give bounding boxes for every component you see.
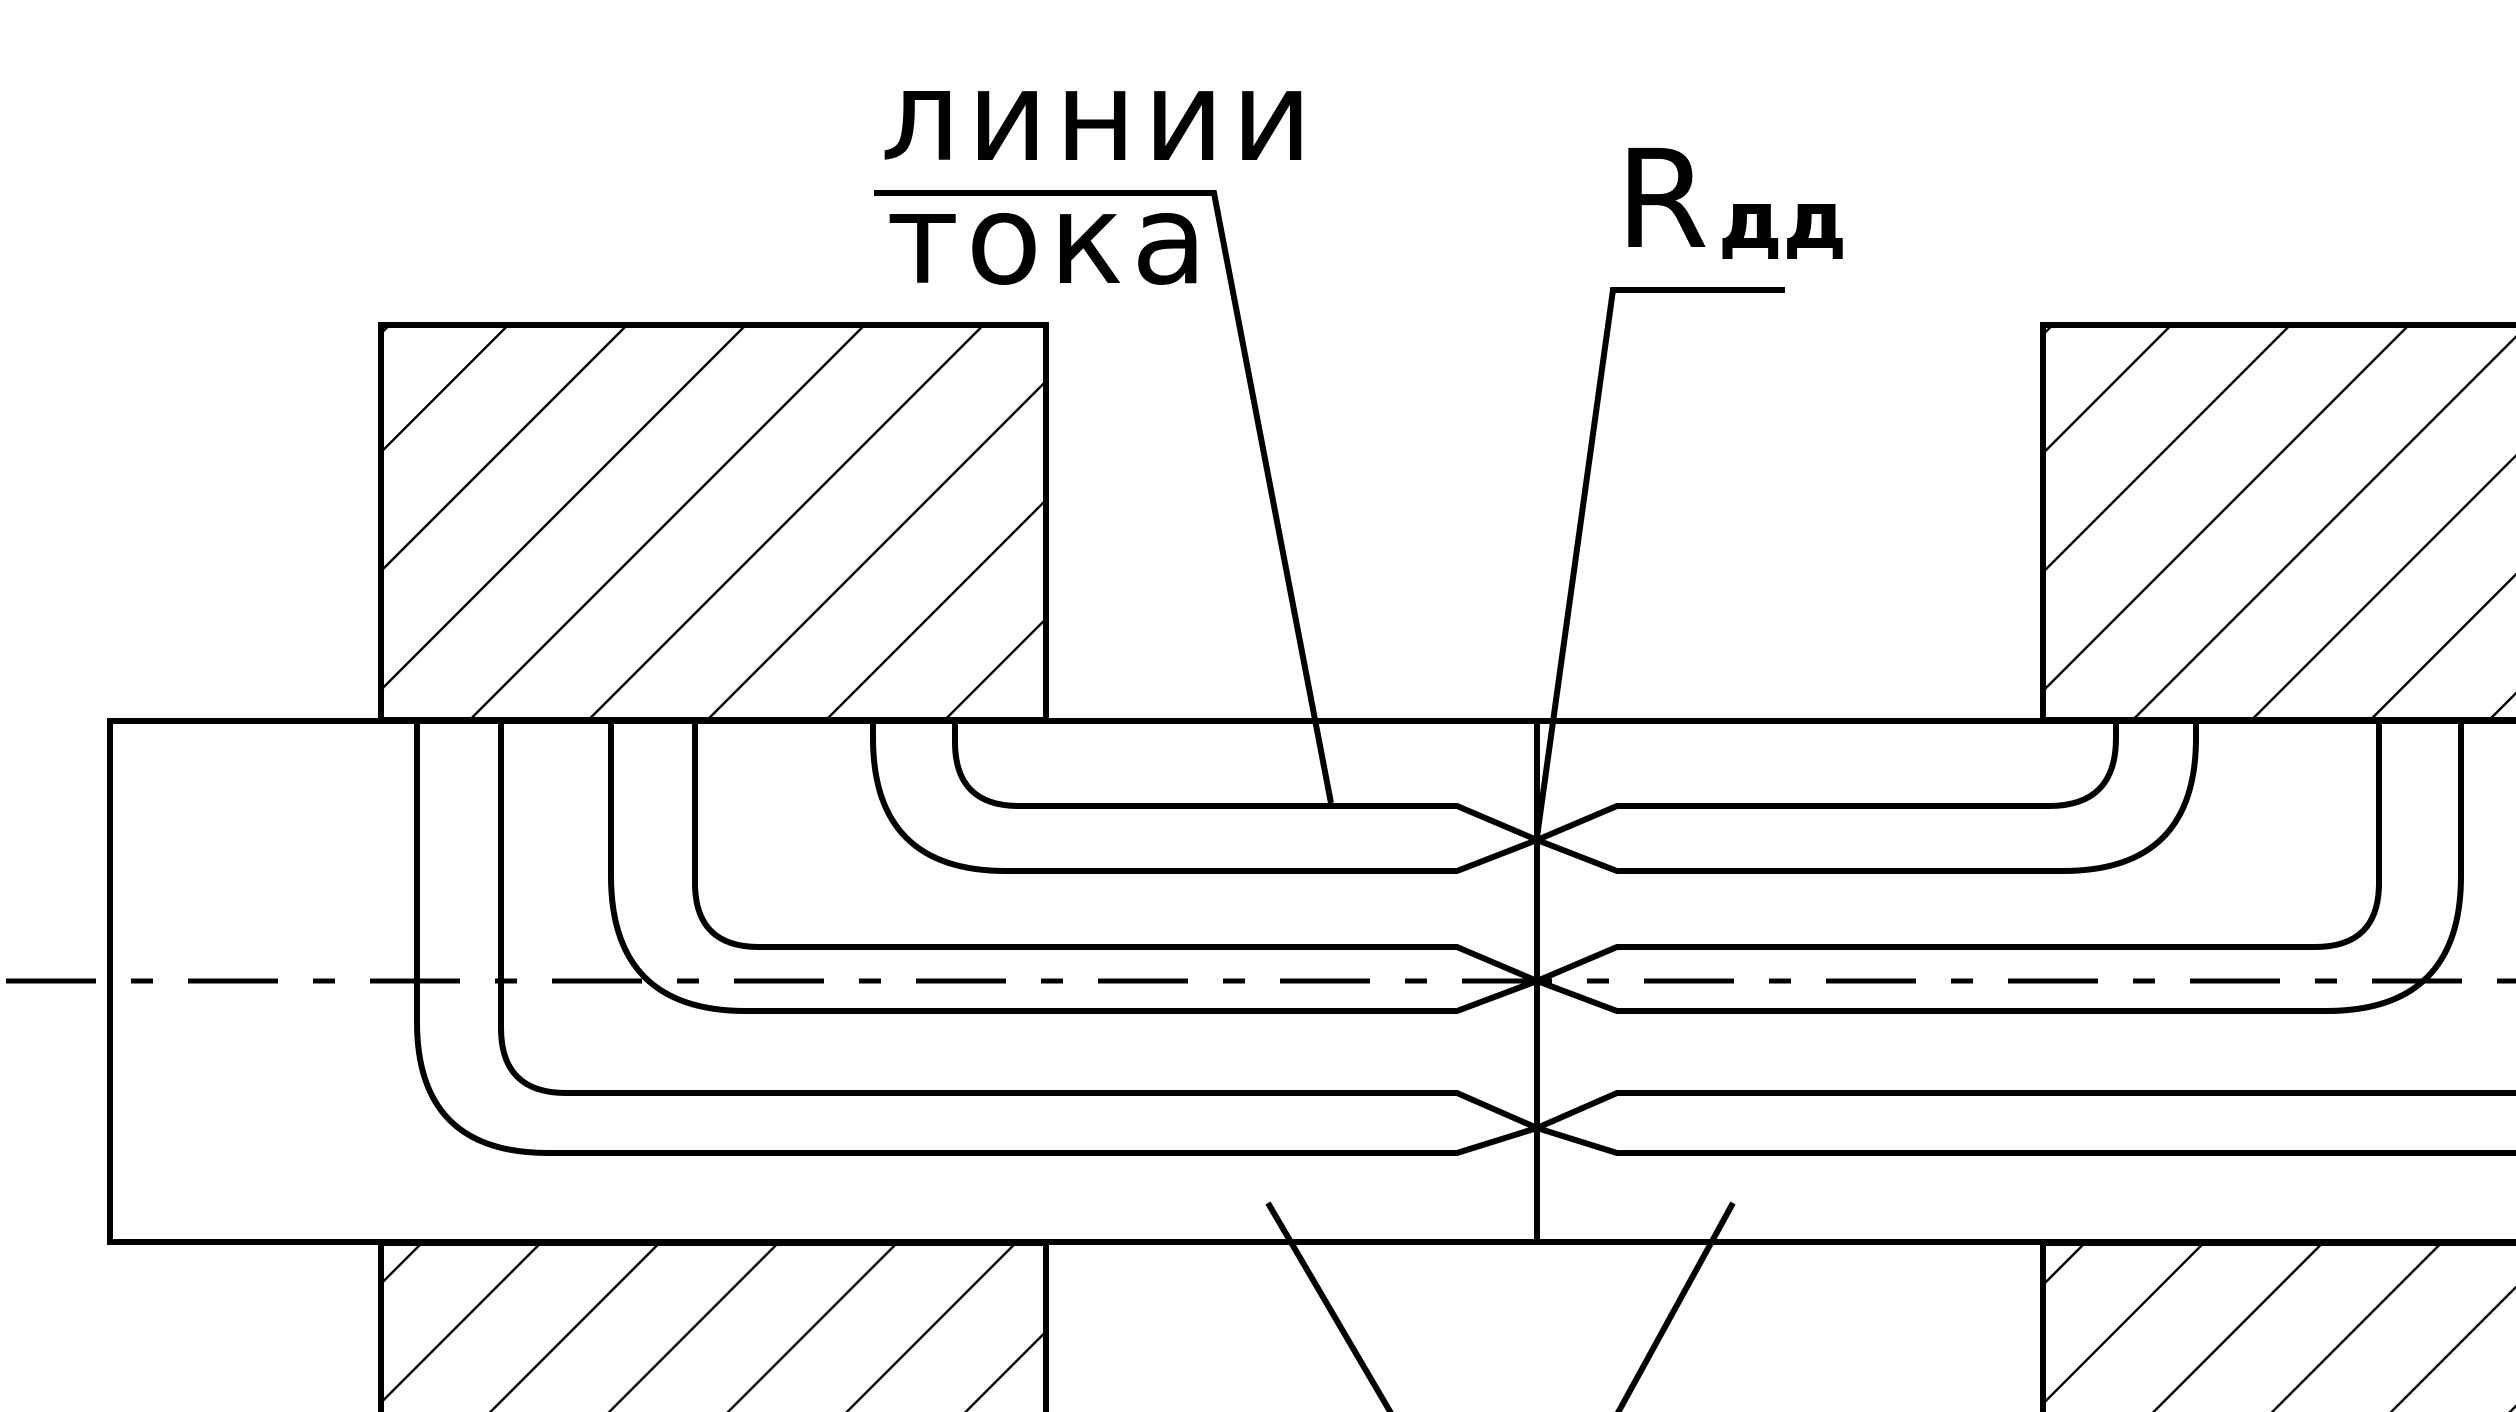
current-line xyxy=(870,723,2199,874)
current-line xyxy=(498,723,2516,1132)
current-lines xyxy=(414,723,2516,1156)
label-resistance: R xyxy=(1615,122,1710,280)
electrode-bottom-left xyxy=(378,1240,1049,1412)
bottom-leader-left xyxy=(1265,1201,1394,1412)
current-line xyxy=(952,723,2119,844)
current-line xyxy=(414,723,2516,1156)
electrodes xyxy=(378,322,2516,1412)
electrode-top-right xyxy=(2040,322,2516,723)
label-resistance-subscript: дд xyxy=(1718,174,1847,267)
current-line xyxy=(608,723,2464,1014)
label-current-lines-top: линии xyxy=(880,43,1319,190)
current-lines-leader xyxy=(874,190,1334,804)
leaders xyxy=(874,190,1785,1412)
bottom-leader-right xyxy=(1614,1201,1736,1412)
resistance-leader xyxy=(1534,287,1785,838)
electrode-top-left xyxy=(378,322,1049,723)
label-current-lines-bottom: тока xyxy=(886,166,1214,313)
electrode-bottom-right xyxy=(2040,1240,2516,1412)
